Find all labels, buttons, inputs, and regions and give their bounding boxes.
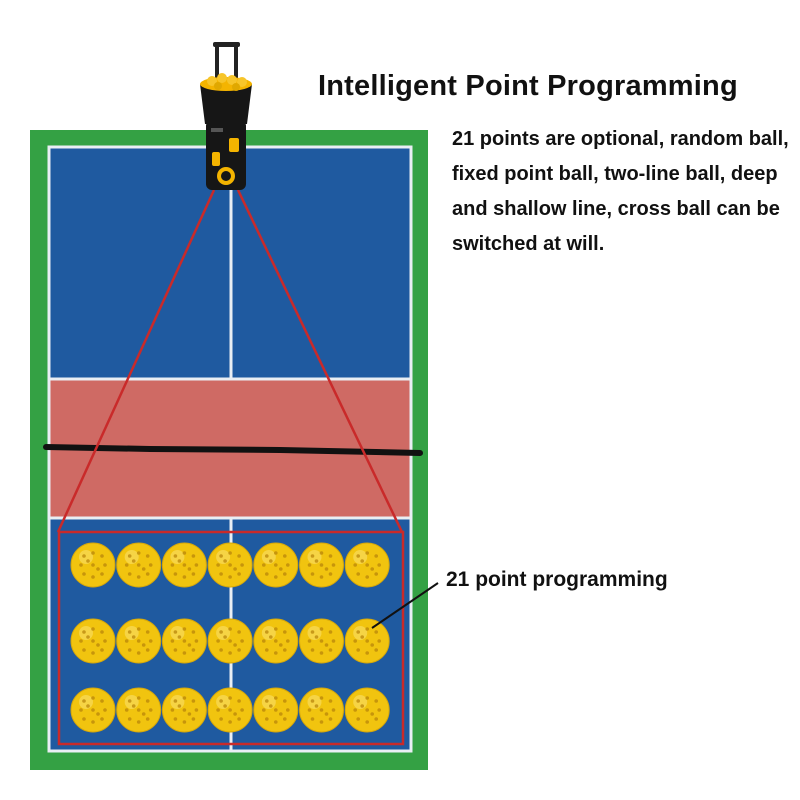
pickleball-icon xyxy=(344,618,390,664)
pickleball-icon xyxy=(344,542,390,588)
pickleball-icon xyxy=(344,687,390,733)
pickleball-icon xyxy=(253,618,299,664)
pickleball-icon xyxy=(207,618,253,664)
pickleball-icon xyxy=(116,542,162,588)
callout-leader xyxy=(371,582,439,629)
pickleball-icon xyxy=(299,542,344,588)
pickleball-icon xyxy=(161,542,207,588)
pickleball-icon xyxy=(116,687,162,733)
pickleball-icon xyxy=(207,542,253,588)
pickleball-icon xyxy=(253,687,299,733)
pickleball-icon xyxy=(161,618,207,664)
page-title: Intelligent Point Programming xyxy=(318,70,738,102)
trajectory-lines xyxy=(56,189,404,533)
pickleball-icon xyxy=(161,687,207,733)
ball-machine-icon xyxy=(200,42,252,190)
feature-description: 21 points are optional, random ball, fix… xyxy=(452,128,789,255)
pickleball-icon xyxy=(299,618,344,664)
pickleball-icon xyxy=(253,542,299,588)
pickleball-icon xyxy=(70,618,116,664)
pickleball-icon xyxy=(116,618,162,664)
pickleball-icon xyxy=(207,687,253,733)
callout-label: 21 point programming xyxy=(446,568,668,591)
pickleball-icon xyxy=(299,687,344,733)
pickleball-icon xyxy=(70,687,116,733)
pickleball-icon xyxy=(70,542,116,588)
ball-grid xyxy=(70,542,390,733)
target-area xyxy=(57,530,405,746)
net-line xyxy=(43,444,423,456)
